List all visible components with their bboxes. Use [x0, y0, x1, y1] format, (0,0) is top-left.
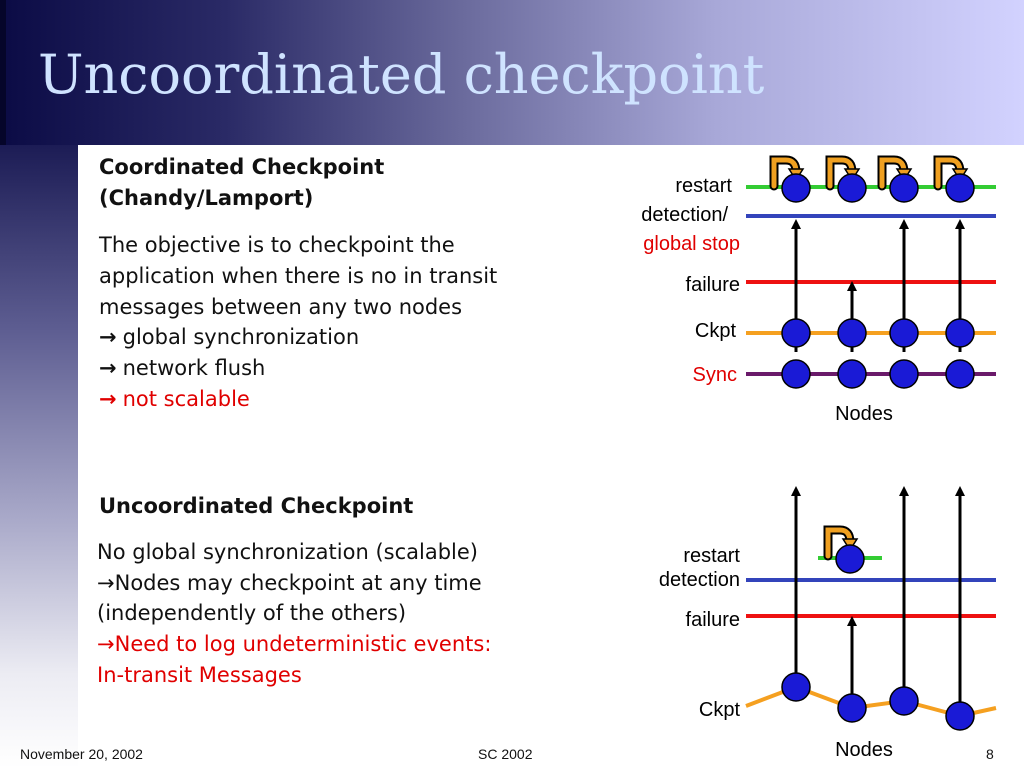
sync-node: [837, 359, 867, 389]
coordinated-body-line: messages between any two nodes: [99, 295, 463, 319]
left-gradient-bar: [0, 145, 78, 768]
bullet-not-scalable: →not scalable: [99, 384, 250, 415]
label-ckpt: Ckpt: [699, 699, 741, 721]
bullet-text: Nodes may checkpoint at any time: [114, 571, 482, 595]
label-failure: failure: [686, 274, 740, 296]
ckpt-node: [781, 318, 811, 348]
bullet-text: network flush: [122, 356, 266, 380]
arrow-icon: →: [99, 387, 117, 411]
label-restart: restart: [683, 545, 740, 567]
slide-title: Uncoordinated checkpoint: [38, 43, 765, 106]
uncoordinated-line-red: In-transit Messages: [97, 663, 302, 687]
arrow-icon: →: [99, 325, 117, 349]
bullet-global-synchronization: →global synchronization: [99, 322, 359, 353]
restart-node: [835, 544, 865, 574]
sync-node: [889, 359, 919, 389]
restart-node: [837, 173, 867, 203]
ckpt-node: [837, 693, 867, 723]
ckpt-node: [945, 701, 975, 731]
coordinated-heading-line1: Coordinated Checkpoint: [99, 155, 385, 179]
ckpt-node: [889, 318, 919, 348]
restart-node: [889, 173, 919, 203]
restart-node: [945, 173, 975, 203]
label-nodes: Nodes: [835, 739, 893, 761]
uncoordinated-line-red: →Need to log undeterministic events:: [97, 629, 491, 660]
arrow-icon: →: [97, 632, 115, 656]
bullet-network-flush: →network flush: [99, 353, 265, 384]
uncoordinated-diagram: restart detection failure Ckpt Nodes: [659, 486, 997, 761]
title-banner-edge: [0, 0, 6, 145]
footer-conference: SC 2002: [478, 746, 533, 762]
coordinated-body-line: application when there is no in transit: [99, 264, 498, 288]
coordinated-heading-line2: (Chandy/Lamport): [99, 186, 314, 210]
label-nodes: Nodes: [835, 403, 893, 425]
title-banner: [0, 0, 1024, 145]
ckpt-node: [889, 686, 919, 716]
bullet-text: Need to log undeterministic events:: [114, 632, 492, 656]
uncoordinated-line: →Nodes may checkpoint at any time: [97, 568, 482, 599]
arrow-icon: →: [97, 571, 115, 595]
arrow-icon: →: [99, 356, 117, 380]
uncoordinated-line: (independently of the others): [97, 601, 407, 625]
bullet-text: global synchronization: [122, 325, 360, 349]
coordinated-body-line: The objective is to checkpoint the: [99, 233, 455, 257]
label-global-stop: global stop: [643, 233, 740, 255]
uncoordinated-line: No global synchronization (scalable): [97, 540, 478, 564]
restart-node: [781, 173, 811, 203]
label-sync: Sync: [693, 364, 737, 386]
coordinated-diagram: restart detection/ global stop failure C…: [641, 155, 996, 425]
label-restart: restart: [675, 175, 732, 197]
ckpt-node: [837, 318, 867, 348]
footer-date: November 20, 2002: [20, 746, 143, 762]
label-failure: failure: [686, 609, 740, 631]
uncoordinated-heading: Uncoordinated Checkpoint: [99, 494, 414, 518]
bullet-text: not scalable: [122, 387, 250, 411]
sync-node: [945, 359, 975, 389]
footer-page-number: 8: [986, 746, 994, 762]
sync-node: [781, 359, 811, 389]
label-detection: detection: [659, 569, 740, 591]
label-ckpt: Ckpt: [695, 320, 737, 342]
ckpt-node: [781, 672, 811, 702]
label-detection: detection/: [641, 204, 728, 226]
ckpt-node: [945, 318, 975, 348]
